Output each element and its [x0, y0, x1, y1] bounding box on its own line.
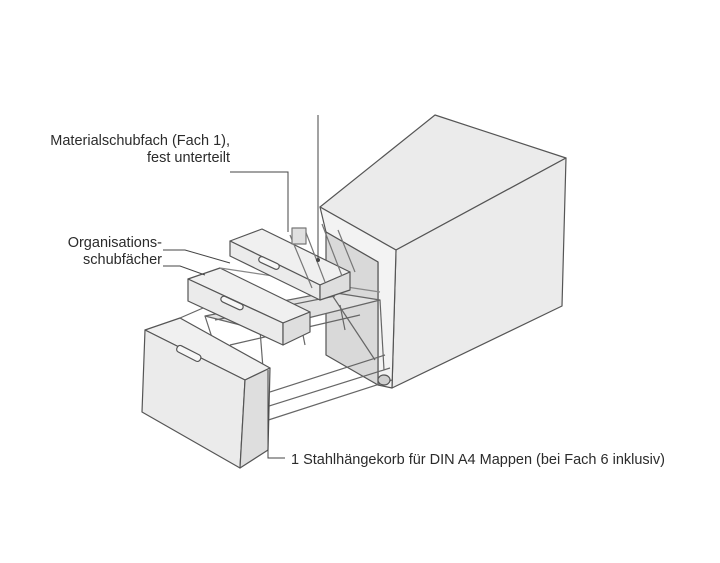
castor — [377, 374, 391, 386]
leader-orga-lower — [163, 265, 206, 276]
bottom-drawer — [141, 304, 271, 469]
leader-orga-upper — [163, 249, 231, 264]
label-organisation-drawers: Organisations- schubfächer — [68, 235, 162, 269]
material-drawer — [229, 223, 356, 301]
label-material-drawer: Materialschubfach (Fach 1), fest unterte… — [50, 133, 230, 167]
leader-material — [230, 171, 289, 232]
leader-basket — [267, 370, 285, 459]
material-drawer-handle — [258, 256, 280, 270]
bottom-drawer-handle — [176, 344, 202, 363]
label-material-line1: Materialschubfach (Fach 1), — [50, 133, 230, 149]
label-material-line2: fest unterteilt — [146, 150, 230, 166]
label-hanging-basket: 1 Stahlhängekorb für DIN A4 Mappen (bei … — [291, 452, 665, 469]
organisation-drawer-lower-handle — [220, 295, 244, 311]
label-basket-text: 1 Stahlhängekorb für DIN A4 Mappen (bei … — [291, 452, 665, 468]
label-orga-line2: schubfächer — [83, 252, 162, 268]
organisation-drawer-lower — [187, 267, 381, 346]
label-orga-line1: Organisations- — [67, 235, 162, 251]
